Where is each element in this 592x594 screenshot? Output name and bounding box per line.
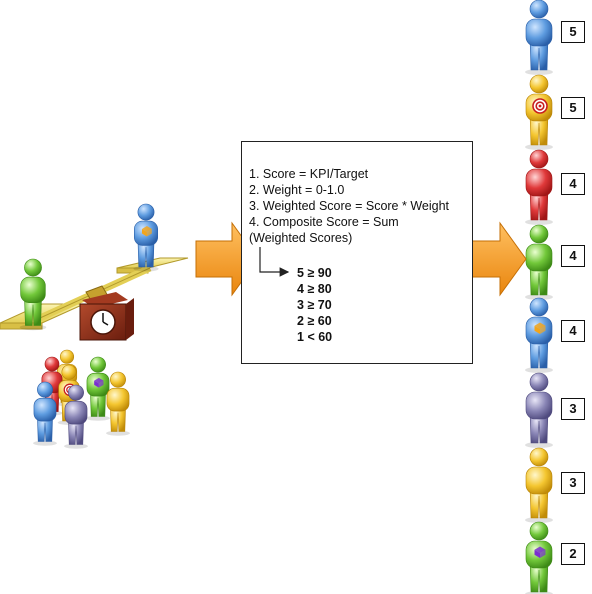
score-badge: 5 — [561, 97, 585, 119]
mapping-row: 5 ≥ 90 — [297, 266, 332, 280]
clock-timer-icon — [79, 292, 134, 341]
score-badge: 2 — [561, 543, 585, 565]
mapping-operator: < — [307, 330, 315, 344]
formula-step-composite-score: 4. Composite Score = Sum — [249, 215, 399, 229]
mapping-threshold: 60 — [318, 330, 333, 344]
mapping-pointer-arrow — [259, 247, 290, 277]
person-figure — [525, 74, 553, 150]
person-figure — [19, 258, 47, 331]
score-badge: 3 — [561, 398, 585, 420]
mapping-row: 3 ≥ 70 — [297, 298, 332, 312]
mapping-row: 2 ≥ 60 — [297, 314, 332, 328]
cube-icon — [94, 377, 104, 388]
score-badge: 4 — [561, 245, 585, 267]
mapping-operator: ≥ — [307, 266, 315, 280]
mapping-score: 4 — [297, 282, 304, 296]
score-badge: 4 — [561, 320, 585, 342]
formula-step-composite-continuation: (Weighted Scores) — [249, 231, 353, 245]
mapping-threshold: 90 — [317, 266, 332, 280]
person-figure — [33, 381, 57, 446]
mapping-score: 5 — [297, 266, 304, 280]
cube-icon — [141, 226, 152, 237]
mapping-row: 1 < 60 — [297, 330, 332, 344]
mapping-score: 2 — [297, 314, 304, 328]
formula-box: 1. Score = KPI/Target 2. Weight = 0-1.0 … — [241, 141, 473, 364]
person-figure — [525, 521, 553, 594]
mapping-score: 1 — [297, 330, 304, 344]
person-figure — [133, 203, 159, 272]
mapping-operator: ≥ — [307, 314, 315, 328]
mapping-score: 3 — [297, 298, 304, 312]
formula-step-score: 1. Score = KPI/Target — [249, 167, 369, 181]
person-figure — [525, 447, 553, 523]
formula-step-weight: 2. Weight = 0-1.0 — [249, 183, 345, 197]
cube-icon — [534, 546, 546, 559]
formula-step-weighted-score: 3. Weighted Score = Score * Weight — [249, 199, 449, 213]
person-figure — [86, 356, 110, 421]
person-figure — [525, 224, 553, 300]
mapping-row: 4 ≥ 80 — [297, 282, 332, 296]
score-badge: 4 — [561, 173, 585, 195]
mapping-threshold: 80 — [317, 282, 332, 296]
score-badge: 3 — [561, 472, 585, 494]
mapping-operator: ≥ — [307, 282, 315, 296]
person-figure — [64, 384, 88, 449]
mapping-threshold: 70 — [317, 298, 332, 312]
person-figure — [525, 297, 553, 373]
score-badge: 5 — [561, 21, 585, 43]
person-figure — [525, 0, 553, 75]
cube-icon — [534, 322, 546, 335]
person-figure — [525, 149, 553, 225]
person-figure — [106, 371, 130, 436]
mapping-threshold: 60 — [317, 314, 332, 328]
mapping-operator: ≥ — [307, 298, 315, 312]
person-figure — [525, 372, 553, 448]
target-icon — [532, 98, 548, 114]
